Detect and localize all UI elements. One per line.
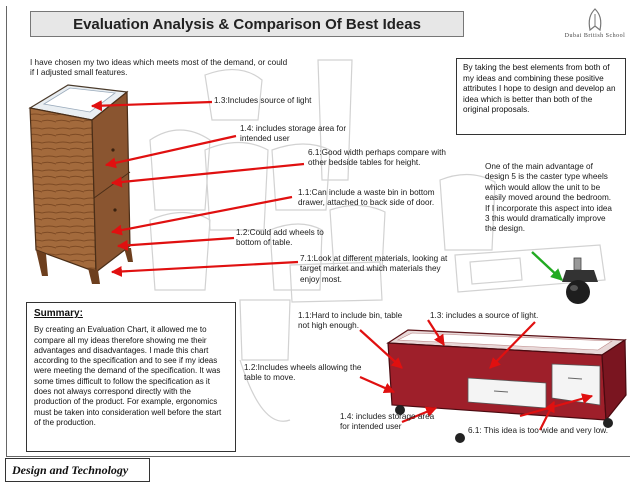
summary-title: Summary: — [34, 308, 83, 319]
annotation-6-1: 6.1:Good width perhaps compare with othe… — [308, 148, 446, 168]
intro-text: I have chosen my two ideas which meets m… — [30, 58, 288, 78]
annotation-b-1-2: 1.2:Includes wheels allowing the table t… — [244, 363, 362, 383]
footer-subject: Design and Technology — [5, 458, 150, 482]
page-border-bottom — [6, 456, 630, 457]
annotation-b-6-1: 6.1: This idea is too wide and very low. — [468, 426, 609, 435]
annotation-1-4: 1.4: includes storage area for intended … — [240, 124, 347, 144]
annotation-b-1-1: 1.1:Hard to include bin, table not high … — [298, 311, 403, 331]
annotation-1-2: 1.2:Could add wheels to bottom of table. — [236, 228, 324, 248]
annotation-1-1: 1.1:Can include a waste bin in bottom dr… — [298, 188, 435, 208]
red-storage-unit-sketch — [386, 329, 627, 443]
page-title: Evaluation Analysis & Comparison Of Best… — [30, 11, 464, 37]
background-sketches — [149, 59, 606, 422]
school-logo: Dubai British School — [560, 8, 630, 50]
caster-note: One of the main advantage of design 5 is… — [485, 162, 612, 234]
wooden-cabinet-sketch — [28, 84, 133, 284]
green-arrow — [531, 251, 563, 281]
annotation-arrows — [90, 100, 594, 431]
shield-logo-icon — [588, 8, 602, 32]
caster-wheel-icon — [562, 257, 598, 304]
annotation-1-3: 1.3:Includes source of light — [214, 96, 312, 105]
page-border-left — [6, 6, 7, 456]
annotation-b-1-3: 1.3: includes a source of light. — [430, 311, 539, 320]
annotation-b-1-4: 1.4: includes storage area for intended … — [340, 412, 435, 432]
school-name: Dubai British School — [564, 33, 626, 39]
annotation-7-1: 7.1:Look at different materials, looking… — [300, 254, 448, 284]
combine-ideas-box: By taking the best elements from both of… — [456, 58, 626, 135]
summary-body: By creating an Evaluation Chart, it allo… — [34, 325, 222, 427]
summary-box: Summary: By creating an Evaluation Chart… — [26, 302, 236, 452]
